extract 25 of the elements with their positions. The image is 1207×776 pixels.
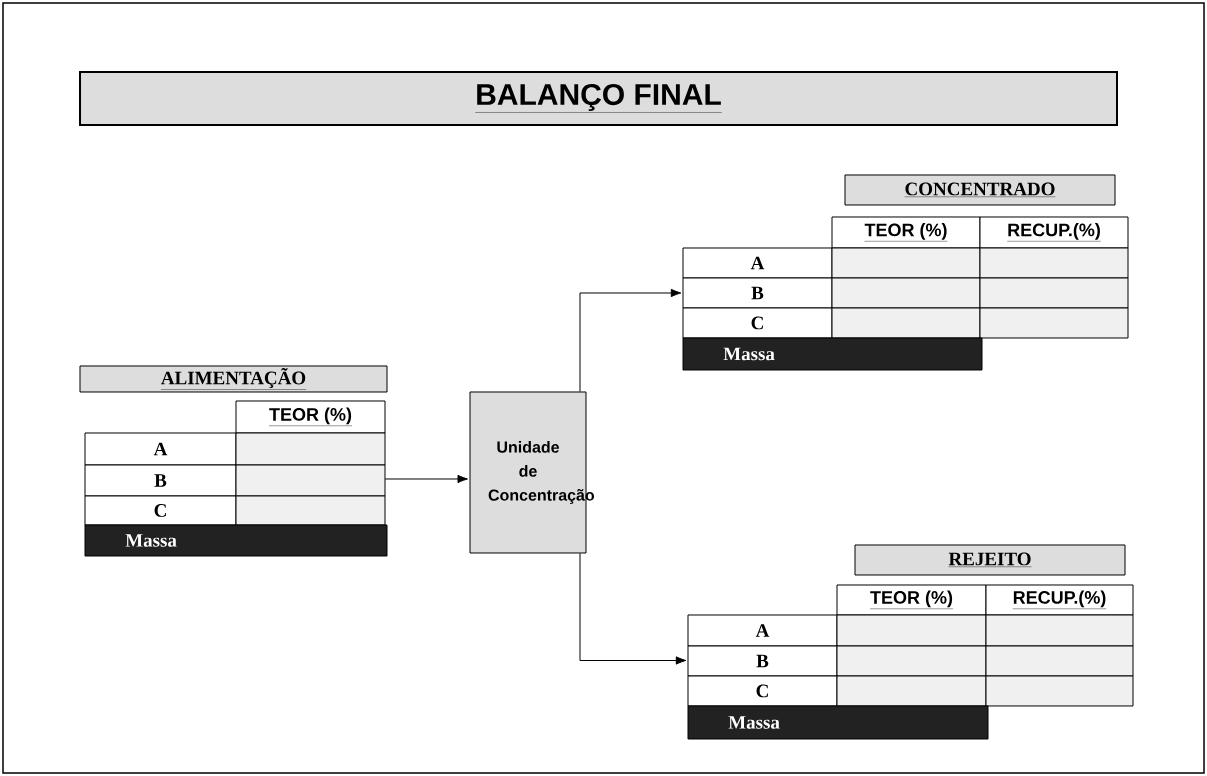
arrow xyxy=(579,553,687,665)
row-label-cell: C xyxy=(687,675,838,707)
column-header-cell: TEOR (%) xyxy=(836,584,987,616)
heading-box: ALIMENTAÇÃO xyxy=(79,365,388,393)
row-label-cell: A xyxy=(687,614,838,647)
heading-box: REJEITO xyxy=(854,544,1126,576)
mass-row: Massa xyxy=(723,347,775,361)
heading-box: CONCENTRADO xyxy=(844,174,1116,206)
row-label-cell: A xyxy=(682,247,833,279)
process-box: Unidade de Concentração xyxy=(469,391,595,554)
row-label-cell: C xyxy=(84,495,237,526)
title-banner: BALANÇO FINAL xyxy=(79,71,1118,126)
column-header-cell: TEOR (%) xyxy=(235,400,386,434)
arrow xyxy=(579,288,682,392)
mass-row: Massa xyxy=(125,534,177,547)
row-label-cell: B xyxy=(84,464,237,497)
row-label-cell: B xyxy=(682,277,833,309)
arrow xyxy=(384,474,468,484)
column-header-cell: RECUP.(%) xyxy=(985,584,1134,616)
row-label-cell: A xyxy=(84,432,237,466)
column-header-cell: RECUP.(%) xyxy=(979,216,1129,249)
row-label-cell: C xyxy=(682,307,833,339)
row-label-cell: B xyxy=(687,645,838,677)
column-header-cell: TEOR (%) xyxy=(831,216,981,249)
mass-row: Massa xyxy=(728,716,780,729)
